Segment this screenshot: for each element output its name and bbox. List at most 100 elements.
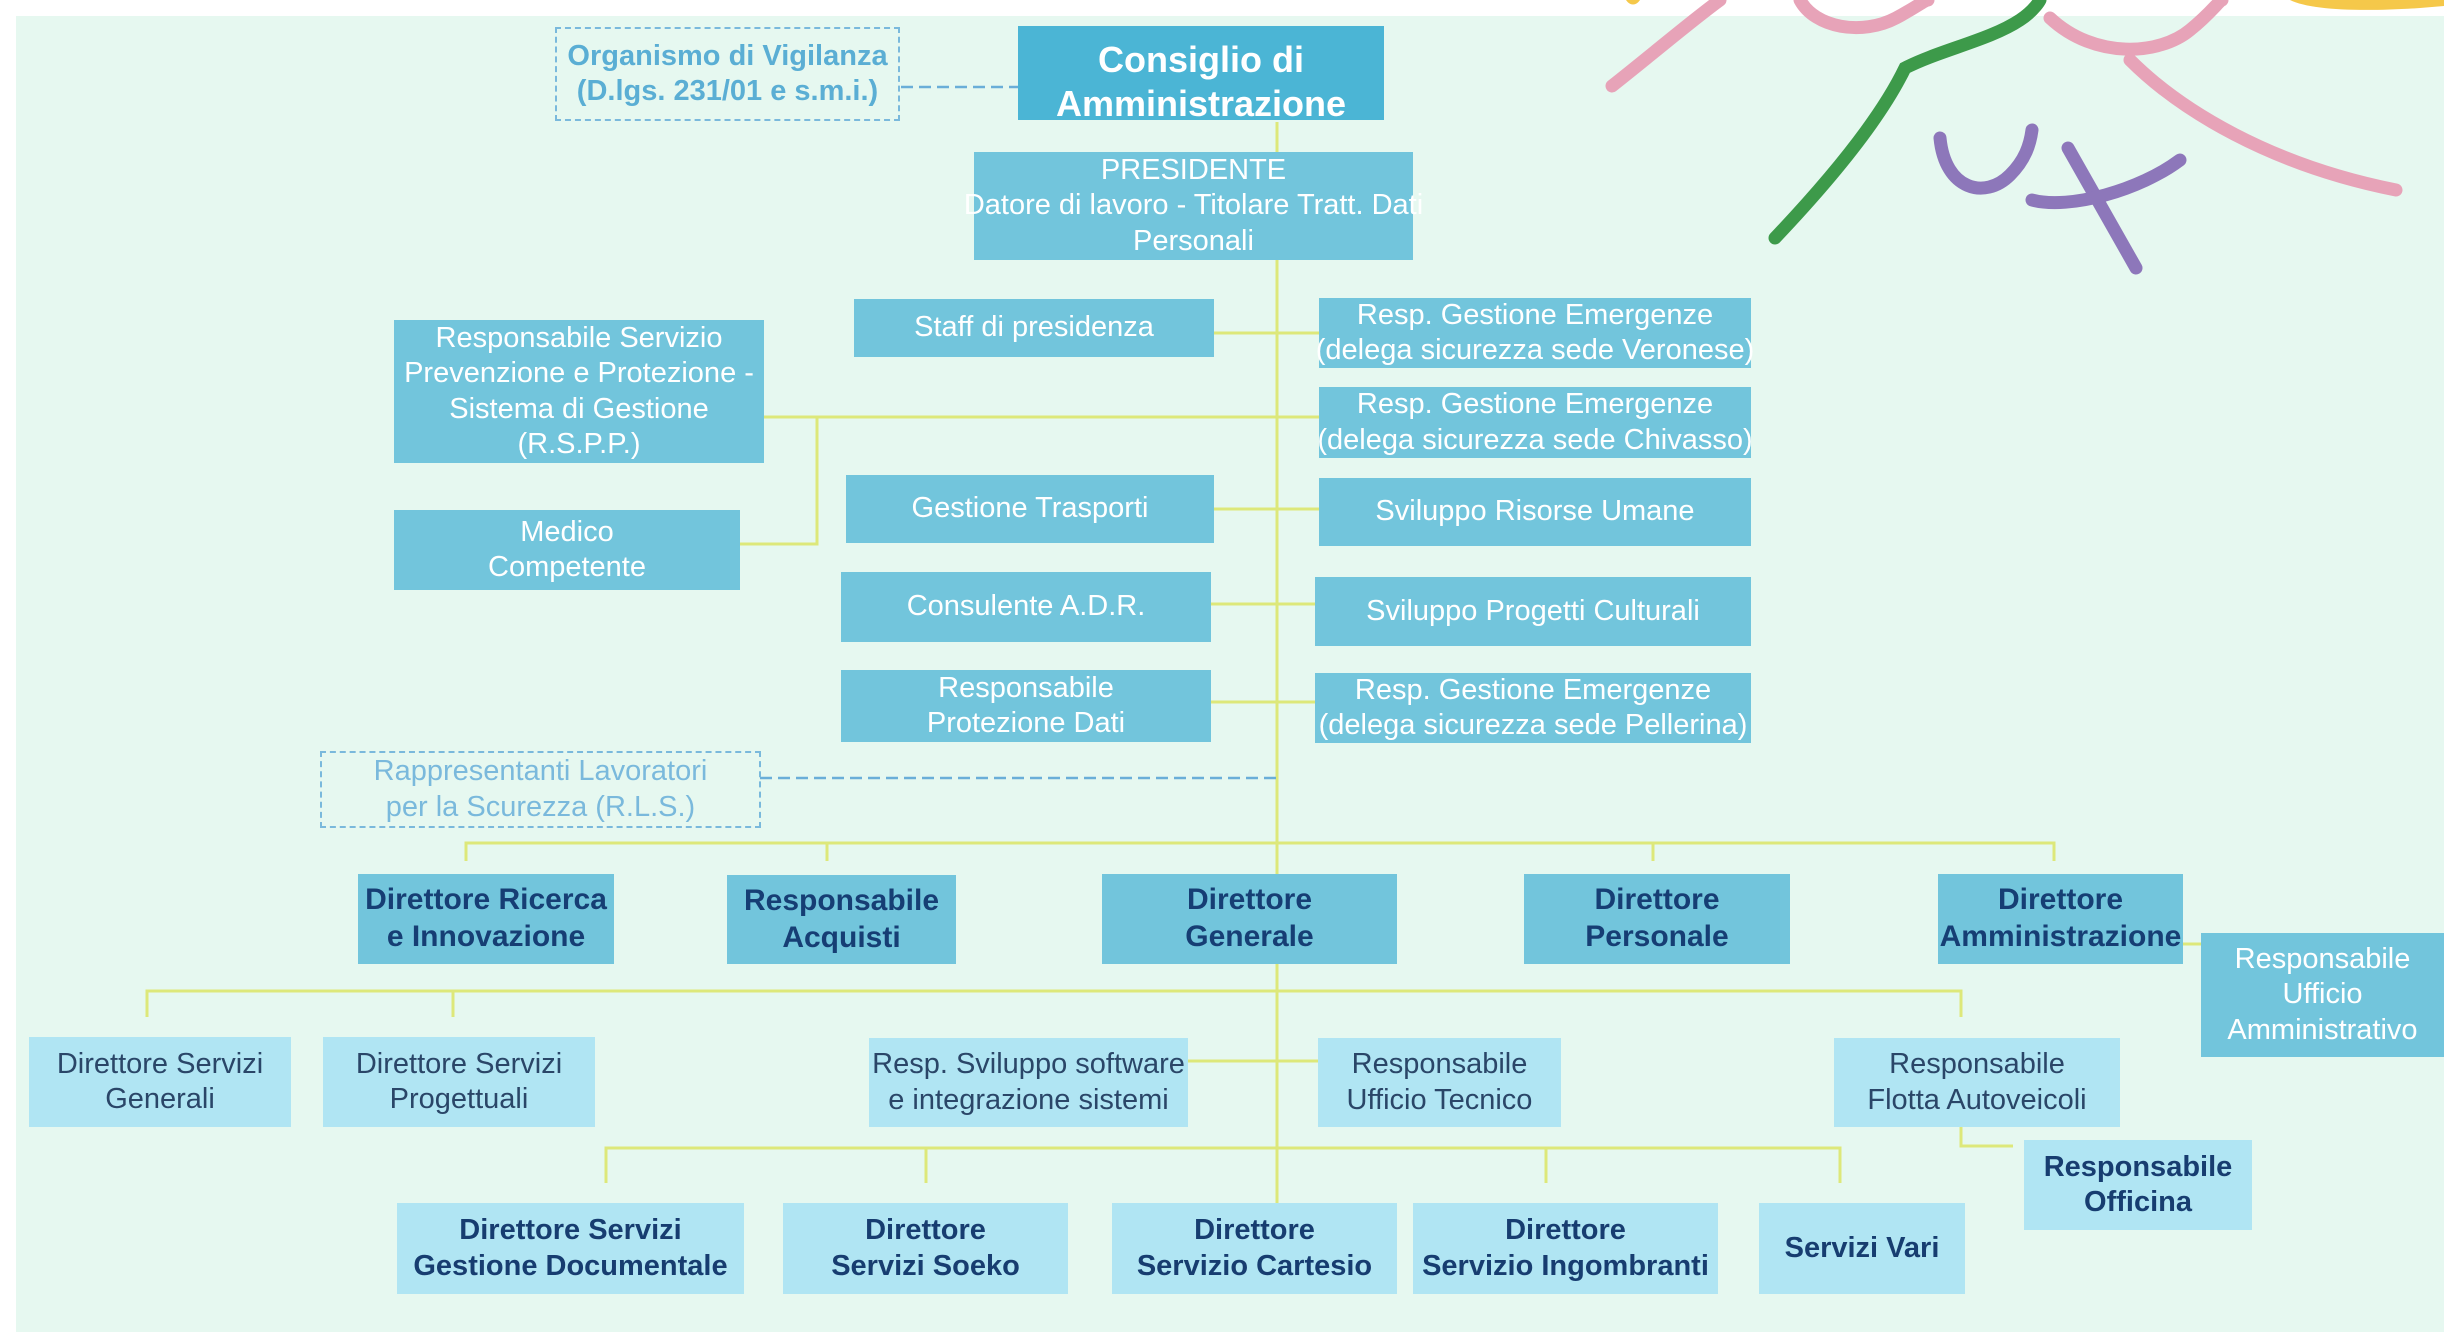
yellow-blob-doodle [2290, 0, 2444, 10]
officina-line: Responsabile [2043, 1150, 2233, 1183]
uff-amministrativo-line: Amministrativo [2227, 1013, 2418, 1046]
flotta-line: Responsabile [1889, 1048, 2065, 1081]
emerg-veronese-line: Resp. Gestione Emergenze [1356, 298, 1714, 331]
medico-line: Medico [520, 515, 614, 548]
emerg-chivasso-box: Resp. Gestione Emergenze(delega sicurezz… [1317, 387, 1753, 458]
president-line: Personali [1133, 224, 1254, 257]
software-line: Resp. Sviluppo software [872, 1048, 1185, 1081]
connector [604, 1146, 1842, 1183]
software-line: e integrazione sistemi [888, 1083, 1169, 1116]
adr-box: Consulente A.D.R. [841, 572, 1211, 642]
documentale-line: Direttore Servizi [459, 1214, 682, 1247]
serv-progettuali-line: Progettuali [389, 1083, 529, 1115]
dir-generale-line: Direttore [1186, 883, 1313, 917]
uff-amministrativo-line: Ufficio [2282, 978, 2363, 1011]
dir-amministrazione-line: Amministrazione [1939, 920, 2182, 953]
rspp-line: Prevenzione e Protezione - [404, 357, 754, 390]
emerg-pellerina-box: Resp. Gestione Emergenze(delega sicurezz… [1315, 673, 1751, 743]
cartesio-line: Servizio Cartesio [1136, 1249, 1373, 1282]
emerg-pellerina-line: Resp. Gestione Emergenze [1354, 673, 1712, 706]
dir-ricerca-line: Direttore Ricerca [365, 883, 607, 917]
trasporti-line: Gestione Trasporti [911, 492, 1149, 525]
resp-acquisti-line: Responsabile [743, 883, 940, 917]
board-line: Amministrazione [1055, 82, 1347, 124]
dir-amministrazione-line: Direttore [1997, 883, 2124, 917]
vigilance-line: Organismo di Vigilanza [567, 39, 888, 72]
emerg-veronese-box: Resp. Gestione Emergenze(delega sicurezz… [1315, 298, 1755, 368]
risorse-line: Sviluppo Risorse Umane [1375, 495, 1695, 528]
risorse-box: Sviluppo Risorse Umane [1319, 478, 1751, 546]
rls-line: per la Scurezza (R.L.S.) [385, 790, 696, 823]
progetti-box: Sviluppo Progetti Culturali [1315, 577, 1751, 646]
uff-tecnico-line: Responsabile [1351, 1048, 1528, 1081]
uff-amministrativo-line: Responsabile [2234, 942, 2411, 975]
connector [145, 989, 1963, 1017]
emerg-chivasso-line: Resp. Gestione Emergenze [1356, 388, 1714, 421]
rls-line: Rappresentanti Lavoratori [373, 755, 708, 788]
rspp-line: Sistema di Gestione [449, 392, 709, 425]
dati-line: Responsabile [938, 671, 1114, 704]
resp-acquisti-line: Acquisti [782, 920, 901, 954]
yellow-dot-doodle [1626, 0, 1640, 5]
emerg-veronese-line: (delega sicurezza sede Veronese) [1315, 334, 1755, 366]
dati-line: Protezione Dati [926, 707, 1126, 739]
staff-box: Staff di presidenza [854, 299, 1214, 357]
ingombranti-line: Direttore [1505, 1214, 1626, 1247]
dir-personale-line: Direttore [1594, 883, 1720, 917]
uff-tecnico-line: Ufficio Tecnico [1346, 1083, 1533, 1116]
dashed-connectors [760, 85, 1277, 780]
ingombranti-line: Servizio Ingombranti [1422, 1249, 1709, 1282]
vari-box: Servizi Vari [1759, 1203, 1965, 1294]
emerg-pellerina-line: (delega sicurezza sede Pellerina) [1318, 709, 1748, 741]
connector [464, 841, 2056, 861]
dir-personale-line: Personale [1585, 920, 1729, 953]
documentale-line: Gestione Documentale [413, 1249, 728, 1282]
connector [740, 417, 819, 546]
adr-line: Consulente A.D.R. [906, 590, 1146, 623]
serv-generali-line: Generali [105, 1083, 215, 1115]
board-line: Consiglio di [1098, 39, 1304, 80]
vigilance-box: Organismo di Vigilanza(D.lgs. 231/01 e s… [555, 27, 900, 121]
rspp-line: (R.S.P.P.) [517, 427, 641, 460]
president-line: PRESIDENTE [1100, 153, 1287, 186]
staff-line: Staff di presidenza [914, 311, 1154, 344]
dir-generale-line: Generale [1185, 920, 1314, 953]
officina-line: Officina [2084, 1186, 2192, 1218]
vari-line: Servizi Vari [1784, 1231, 1940, 1264]
trasporti-box: Gestione Trasporti [846, 475, 1214, 543]
serv-generali-line: Direttore Servizi [56, 1047, 264, 1080]
soeko-line: Direttore [865, 1214, 986, 1247]
medico-line: Competente [488, 551, 646, 583]
progetti-line: Sviluppo Progetti Culturali [1366, 594, 1700, 627]
rspp-line: Responsabile Servizio [435, 321, 723, 354]
soeko-line: Servizi Soeko [831, 1249, 1020, 1282]
flotta-line: Flotta Autoveicoli [1867, 1083, 2087, 1116]
emerg-chivasso-line: (delega sicurezza sede Chivasso) [1317, 423, 1753, 456]
cartesio-line: Direttore [1194, 1214, 1315, 1247]
dir-ricerca-line: e Innovazione [386, 920, 586, 953]
serv-progettuali-line: Direttore Servizi [355, 1047, 563, 1080]
